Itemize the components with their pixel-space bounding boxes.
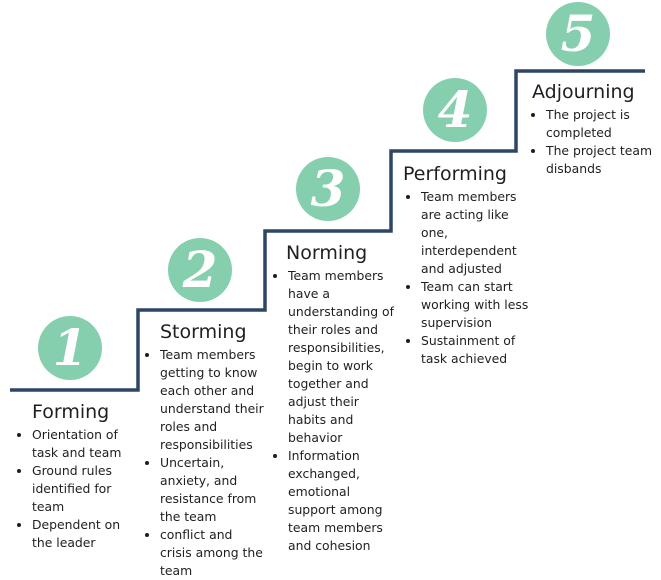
stage-title: Performing — [403, 163, 507, 185]
stage-title: Forming — [32, 401, 110, 423]
list-item: Team members are acting like one, interd… — [421, 188, 531, 278]
stage-norming: Norming Team members have a understandin… — [270, 241, 394, 555]
list-item: Ground rules identified for team — [32, 462, 132, 516]
stage-bullet-list: Orientation of task and team Ground rule… — [14, 426, 132, 552]
stage-bullet-list: Team members have a understanding of the… — [270, 267, 394, 555]
step-5-number: 5 — [560, 4, 596, 63]
step-2-badge: 2 — [168, 238, 232, 302]
stage-storming: Storming Team members getting to know ea… — [142, 320, 266, 580]
step-1-badge: 1 — [38, 316, 102, 380]
list-item: Information exchanged, emotional support… — [288, 447, 394, 555]
step-4-badge: 4 — [423, 78, 487, 142]
stage-title: Storming — [160, 321, 247, 343]
stage-bullet-list: The project is completed The project tea… — [528, 106, 656, 178]
list-item: The project team disbands — [546, 142, 656, 178]
list-item: Dependent on the leader — [32, 516, 132, 552]
stage-title: Adjourning — [532, 81, 635, 103]
step-3-number: 3 — [310, 159, 346, 218]
stage-bullet-list: Team members getting to know each other … — [142, 346, 266, 580]
staircase-path — [10, 69, 645, 392]
stage-forming: Forming Orientation of task and team Gro… — [14, 400, 132, 552]
step-2-number: 2 — [182, 240, 218, 299]
stage-title: Norming — [286, 242, 368, 264]
step-5-badge: 5 — [546, 2, 610, 66]
list-item: Team members have a understanding of the… — [288, 267, 394, 447]
list-item: Uncertain, anxiety, and resistance from … — [160, 454, 266, 526]
list-item: Orientation of task and team — [32, 426, 132, 462]
staircase-line — [10, 69, 645, 392]
step-4-number: 4 — [437, 80, 473, 139]
step-1-number: 1 — [52, 318, 88, 377]
list-item: Sustainment of task achieved — [421, 332, 531, 368]
list-item: Team can start working with less supervi… — [421, 278, 531, 332]
stage-performing: Performing Team members are acting like … — [403, 162, 531, 368]
step-3-badge: 3 — [296, 157, 360, 221]
list-item: The project is completed — [546, 106, 656, 142]
stage-adjourning: Adjourning The project is completed The … — [528, 80, 656, 178]
stage-bullet-list: Team members are acting like one, interd… — [403, 188, 531, 368]
list-item: Team members getting to know each other … — [160, 346, 266, 454]
list-item: conflict and crisis among the team — [160, 526, 266, 580]
